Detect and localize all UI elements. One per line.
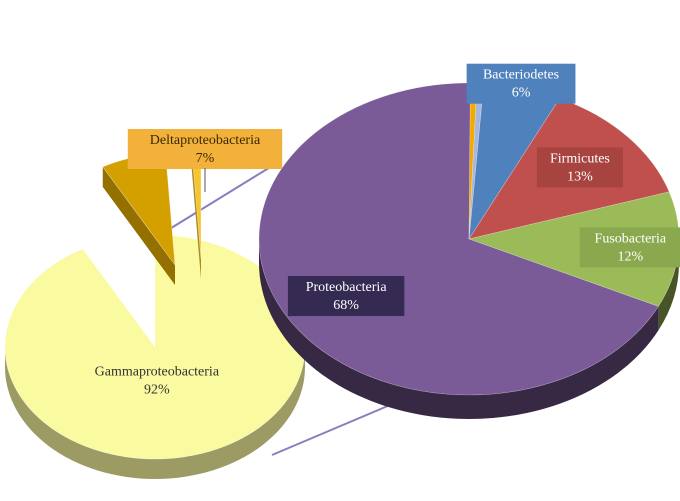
slice-side-fusobacteria-2 — [658, 239, 679, 331]
slice-side-proteobacteria-3 — [259, 239, 659, 420]
data-label-text-gammaproteobacteria-1: 92% — [144, 382, 170, 397]
data-label-text-proteobacteria-0: Proteobacteria — [306, 280, 388, 295]
data-label-bacteriodetes: Bacteriodetes 6% — [466, 63, 576, 104]
data-label-text-gammaproteobacteria-0: Gammaproteobacteria — [95, 364, 220, 379]
data-label-text-bacteriodetes-1: 6% — [512, 86, 531, 101]
data-label-box-proteobacteria — [287, 276, 405, 317]
data-label-text-bacteriodetes-0: Bacteriodetes — [483, 68, 559, 83]
data-label-box-bacteriodetes — [466, 63, 576, 104]
data-label-text-fusobacteria-1: 12% — [617, 249, 643, 264]
data-label-text-deltaproteobacteria-1: 7% — [196, 151, 215, 166]
data-label-fusobacteria: Fusobacteria 12% — [579, 227, 680, 268]
data-label-deltaproteobacteria: Deltaproteobacteria 7% — [127, 129, 283, 169]
data-label-box-fusobacteria — [579, 227, 680, 268]
data-label-text-deltaproteobacteria-0: Deltaproteobacteria — [150, 133, 261, 148]
data-label-text-firmicutes-1: 13% — [567, 169, 593, 184]
data-label-proteobacteria: Proteobacteria 68% — [287, 276, 405, 317]
slice-deltaproteobacteria-1 — [102, 152, 176, 267]
data-label-firmicutes: Firmicutes 13% — [536, 147, 623, 188]
slice-proteobacteria-3 — [258, 82, 659, 396]
slice-wall-deltaproteobacteria-1 — [102, 166, 175, 285]
data-label-text-fusobacteria-0: Fusobacteria — [595, 231, 667, 246]
data-label-gammaproteobacteria: Gammaproteobacteria 92% — [95, 364, 220, 397]
data-label-box-firmicutes — [536, 147, 623, 188]
slice-side-gammaproteobacteria-0 — [5, 347, 305, 479]
connector-line-top — [154, 165, 273, 239]
data-labels: Bacteriodetes 6% Firmicutes 13% Fusobacteria… — [95, 63, 680, 397]
data-label-box-deltaproteobacteria — [127, 129, 283, 169]
slice-wall-unlabeled-2 — [191, 147, 201, 279]
data-label-text-proteobacteria-1: 68% — [333, 298, 359, 313]
data-label-text-firmicutes-0: Firmicutes — [550, 151, 610, 166]
proteobacteria-breakdown-pie — [4, 146, 306, 479]
